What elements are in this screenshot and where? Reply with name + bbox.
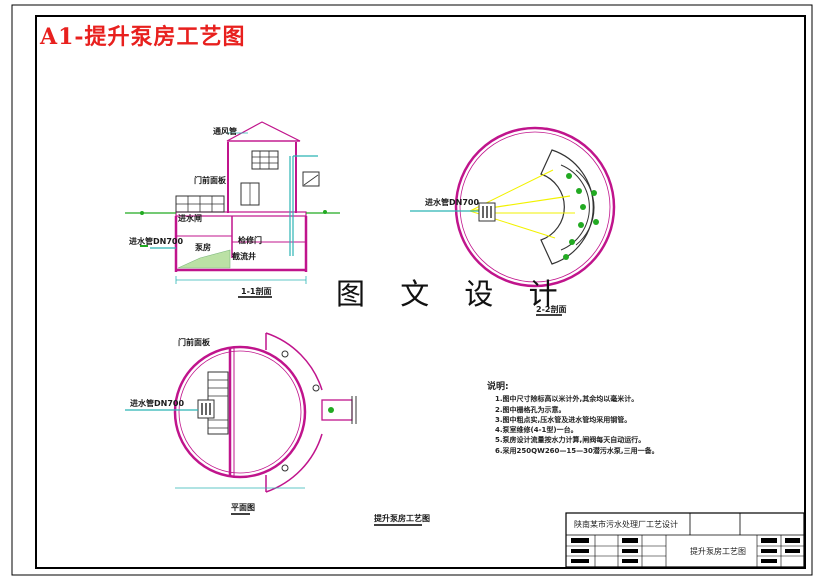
window-grid <box>251 150 279 170</box>
note-item: 5.泵房设计流量按水力计算,闸阀每天自动运行。 <box>495 436 646 445</box>
watermark-text: 图 文 设 计 <box>336 277 571 311</box>
label-inlet-pipe-22: 进水管DN700 <box>425 198 480 207</box>
roof-outline <box>226 121 301 142</box>
title-block <box>565 512 805 568</box>
design-notes: 说明: 1.图中尺寸除标高以米计外,其余均以毫米计。 2.图中栅格孔为示意。 3… <box>487 382 659 456</box>
sheet-inner-border <box>35 15 806 569</box>
pump-marker <box>566 173 572 179</box>
plan-view <box>125 332 422 526</box>
section-2-2 <box>410 126 616 316</box>
label-valve: 进水闸 <box>178 214 202 223</box>
title-block-project: 陕南某市污水处理厂工艺设计 <box>574 520 678 529</box>
label-inlet-pipe: 进水管DN700 <box>129 237 184 246</box>
label-pipe: 截流井 <box>232 252 256 261</box>
label-door-panel: 门前面板 <box>194 176 226 185</box>
note-item: 6.采用250QW260—15—30潜污水泵,三用一备。 <box>495 446 659 455</box>
plan-outer-wall <box>173 345 307 479</box>
label-vent: 通风管 <box>213 127 237 136</box>
note-item: 1.图中尺寸除标高以米计外,其余均以毫米计。 <box>495 395 639 404</box>
plan-caption: 平面图 <box>231 503 255 512</box>
drawing-title: A1-提升泵房工艺图 <box>40 24 246 50</box>
note-item: 2.图中栅格孔为示意。 <box>495 405 566 414</box>
floor-slab <box>175 211 307 217</box>
label-plan-door: 门前面板 <box>178 338 210 347</box>
notes-heading: 说明: <box>487 382 509 392</box>
label-plan-inlet: 进水管DN700 <box>130 399 185 408</box>
note-item: 3.图中粗点实,压水管及进水管均采用钢管。 <box>495 415 632 424</box>
section-2-2-caption: 2-2剖面 <box>536 305 567 314</box>
label-check: 检修门 <box>238 236 262 245</box>
plan-title: 提升泵房工艺图 <box>374 514 430 523</box>
title-block-drawing: 提升泵房工艺图 <box>690 547 746 556</box>
section-1-1 <box>125 121 340 298</box>
note-item: 4.泵室维修(4-1型)一台。 <box>495 426 578 435</box>
section-1-1-caption: 1-1剖面 <box>241 287 272 296</box>
sheet-outer-border <box>11 4 813 576</box>
well-outer-wall <box>454 126 616 288</box>
label-hall: 泵房 <box>195 243 211 252</box>
